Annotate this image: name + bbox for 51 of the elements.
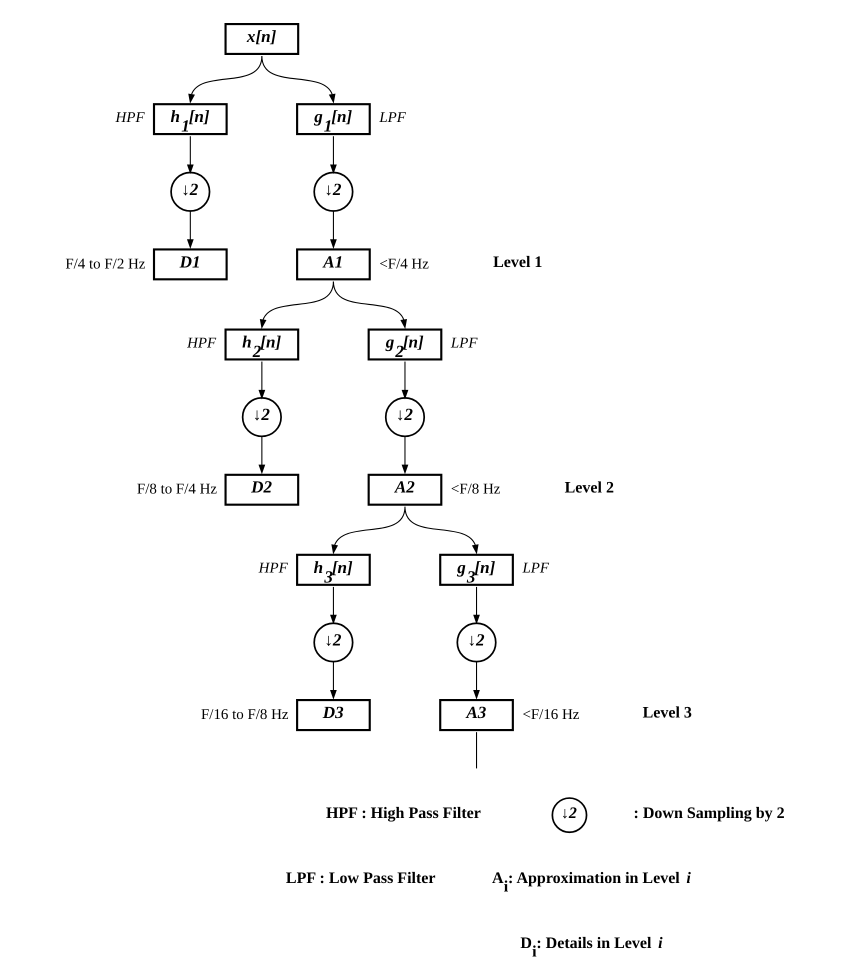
arrow — [260, 56, 335, 104]
node-box: A2 — [367, 474, 442, 506]
node-circle: ↓2 — [312, 172, 353, 212]
arrow — [401, 362, 408, 400]
node-label: <F/4 Hz — [378, 256, 428, 272]
node-label: HPF — [186, 335, 216, 352]
node-box: A3 — [438, 699, 514, 732]
arrow — [472, 586, 480, 624]
label: Level 3 — [642, 704, 692, 722]
label: LPF : Low Pass Filter — [285, 870, 436, 887]
arrow — [258, 436, 265, 474]
node-label: <F/16 Hz — [522, 707, 579, 724]
node-box: D2 — [224, 474, 299, 506]
connector — [476, 732, 477, 768]
node-label: LPF — [450, 335, 477, 352]
arrow — [330, 136, 336, 174]
node-box: x[n] — [224, 23, 299, 56]
node-box: D1 — [152, 248, 228, 280]
node-label: LPF — [378, 110, 406, 126]
arrow — [186, 210, 194, 249]
node-label: HPF — [115, 110, 144, 126]
arrow — [330, 506, 405, 554]
arrow — [186, 136, 194, 174]
node-box: D3 — [296, 699, 370, 732]
node-label: F/16 to F/8 Hz — [200, 707, 288, 724]
node-circle: ↓2 — [456, 622, 496, 663]
legend-label: : Down Sampling by 2 — [633, 804, 784, 822]
node-label: F/8 to F/4 Hz — [136, 482, 217, 498]
node-circle: ↓2 — [241, 397, 282, 438]
node-label: LPF — [522, 560, 549, 577]
arrow — [259, 281, 334, 329]
node-label: HPF — [258, 560, 288, 577]
arrow — [472, 662, 480, 700]
arrow — [330, 586, 336, 624]
label: Level 2 — [564, 479, 614, 496]
label: HPF : High Pass Filter — [325, 804, 480, 822]
node-circle: ↓2 — [551, 797, 587, 834]
arrow — [332, 281, 407, 329]
node-circle: ↓2 — [384, 397, 425, 438]
node-circle: ↓2 — [170, 172, 210, 212]
arrow — [404, 506, 478, 554]
arrow — [330, 662, 336, 700]
arrow — [258, 362, 265, 400]
node-label: F/4 to F/2 Hz — [64, 256, 145, 272]
arrow — [401, 436, 408, 474]
node-label: <F/8 Hz — [450, 482, 500, 498]
label: Level 1 — [492, 254, 542, 272]
node-box: A1 — [296, 248, 370, 280]
arrow — [330, 210, 336, 249]
node-circle: ↓2 — [312, 622, 353, 663]
arrow — [188, 56, 262, 104]
